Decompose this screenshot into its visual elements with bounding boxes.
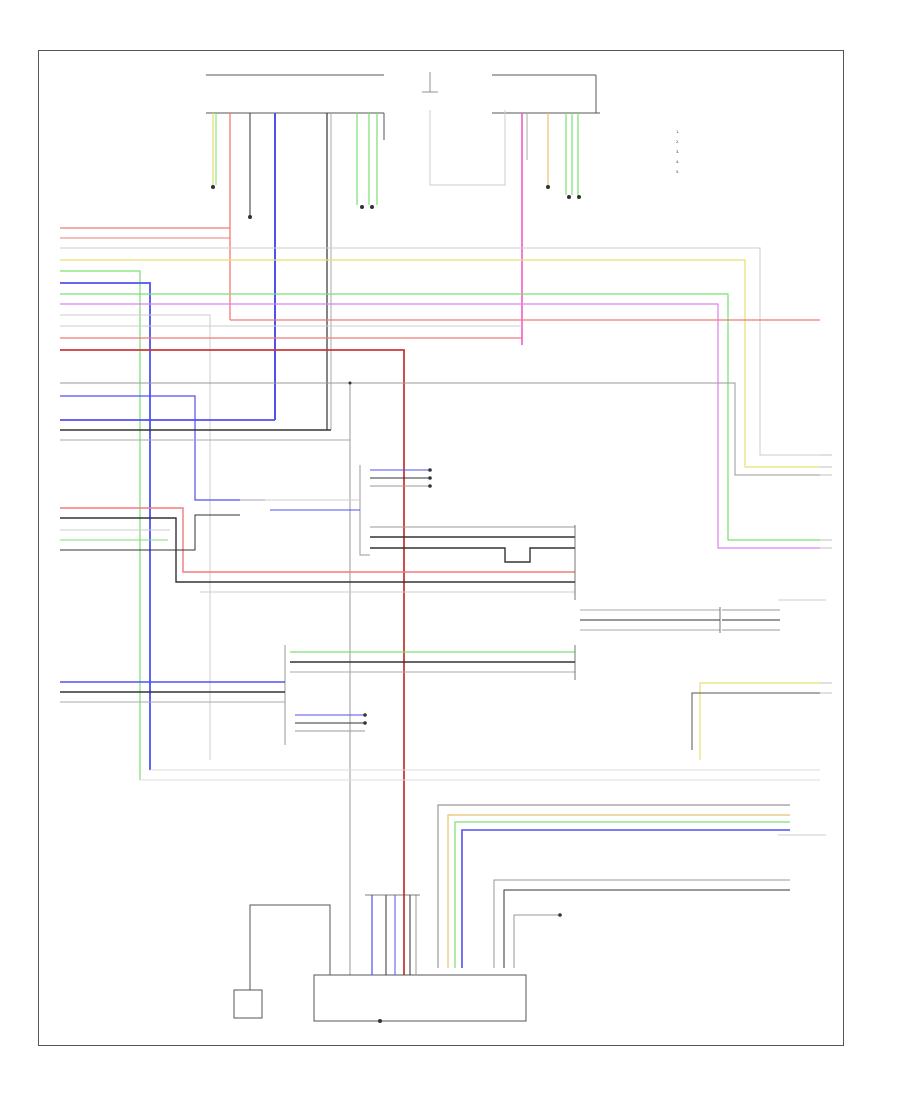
left-harness bbox=[60, 227, 820, 975]
legend-item: 4. bbox=[676, 160, 680, 164]
right-yellow-pair bbox=[691, 682, 820, 760]
top-right-pins bbox=[521, 113, 581, 345]
top-left-pins bbox=[211, 113, 378, 430]
left-bottom-harness bbox=[60, 681, 820, 781]
legend-item: 2. bbox=[676, 140, 680, 144]
mid-lower-group bbox=[284, 645, 576, 745]
legend-item: 5. bbox=[676, 170, 680, 174]
right-endpoints bbox=[820, 454, 832, 694]
left-lower-harness bbox=[60, 507, 575, 593]
bottom-connector bbox=[313, 894, 527, 1023]
legend-item: 1. bbox=[676, 130, 680, 134]
legend: 1. 2. 3. 4. 5. bbox=[676, 127, 826, 177]
bottom-right-harness bbox=[437, 804, 826, 968]
mid-splice bbox=[240, 465, 575, 563]
top-center-switch bbox=[422, 72, 506, 186]
legend-item: 3. bbox=[676, 150, 680, 154]
diagram-frame bbox=[38, 50, 844, 1046]
bottom-left-sensor bbox=[233, 904, 331, 1019]
top-right-module bbox=[492, 74, 600, 114]
center-trunk bbox=[348, 381, 352, 975]
top-left-module bbox=[206, 74, 385, 140]
right-block bbox=[574, 525, 826, 633]
